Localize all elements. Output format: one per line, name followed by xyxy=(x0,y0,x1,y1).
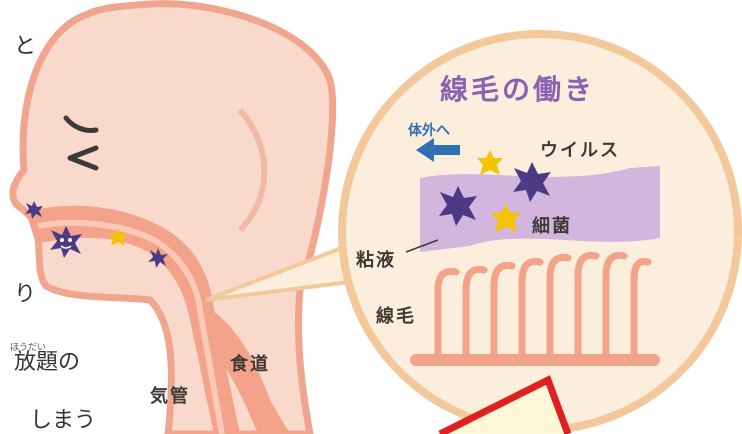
label-esophagus: 食道 xyxy=(230,350,270,376)
label-bacteria: 細菌 xyxy=(532,212,572,238)
label-trachea: 気管 xyxy=(150,382,190,408)
label-cilia: 線毛 xyxy=(376,302,416,328)
side-text-5: しまう xyxy=(30,410,96,432)
inset-title: 線毛の働き xyxy=(440,68,595,108)
label-virus: ウイルス xyxy=(540,136,620,162)
side-text-mid: り xyxy=(14,284,36,306)
side-text-top: と xyxy=(14,36,36,58)
side-text-4: 放題の xyxy=(14,352,80,374)
label-mucus: 粘液 xyxy=(356,246,396,272)
cell-surface xyxy=(410,354,660,366)
label-outward: 体外へ xyxy=(408,120,450,140)
